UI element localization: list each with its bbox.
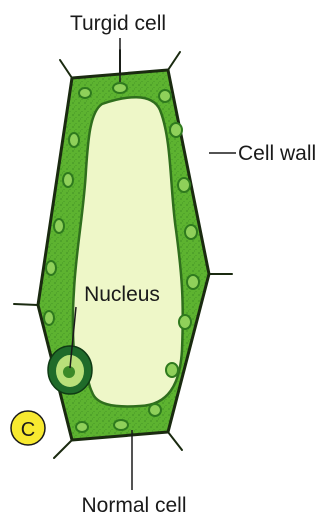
chloroplast	[113, 83, 127, 93]
chloroplast	[170, 123, 182, 137]
chloroplast	[44, 311, 54, 325]
chloroplast	[76, 422, 88, 432]
chloroplast	[69, 133, 79, 147]
chloroplast	[166, 363, 178, 377]
label-cell-wall: Cell wall	[238, 142, 316, 165]
badge-letter: C	[21, 419, 35, 441]
chloroplast	[178, 178, 190, 192]
label-normal-cell: Normal cell	[81, 494, 186, 517]
chloroplast	[114, 420, 128, 430]
chloroplast	[185, 225, 197, 239]
chloroplast	[63, 173, 73, 187]
chloroplast	[179, 315, 191, 329]
chloroplast	[46, 261, 56, 275]
label-nucleus: Nucleus	[84, 283, 160, 306]
label-turgid-cell: Turgid cell	[70, 12, 166, 35]
nucleus	[48, 346, 92, 394]
chloroplast	[187, 275, 199, 289]
chloroplast	[54, 219, 64, 233]
copyright-badge: C	[11, 411, 45, 445]
chloroplast	[79, 88, 91, 98]
chloroplast	[159, 90, 171, 102]
chloroplast	[149, 404, 161, 416]
